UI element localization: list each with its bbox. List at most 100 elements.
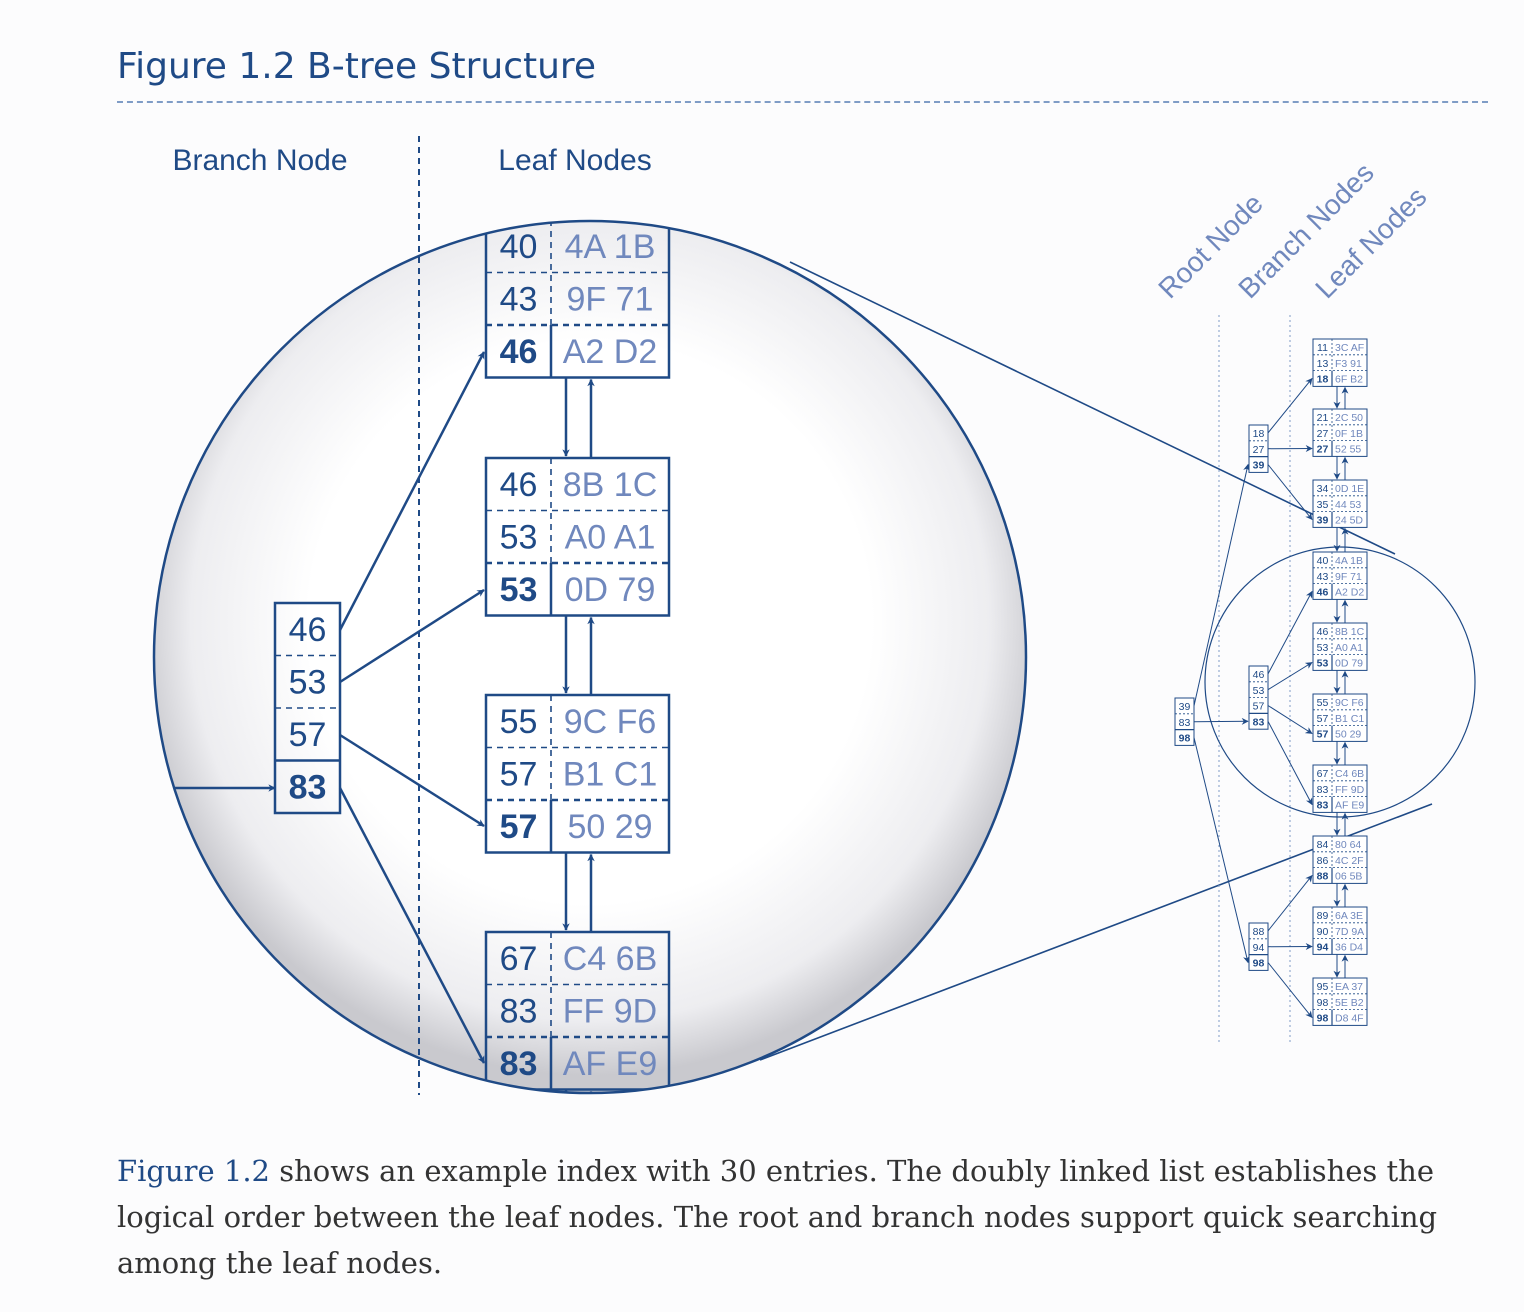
overview-leaf-rowid: 9C F6 bbox=[1335, 697, 1364, 709]
branch-node-key: 57 bbox=[1253, 701, 1265, 713]
branch-key: 83 bbox=[289, 769, 327, 807]
overview-leaf-rowid: 2C 50 bbox=[1335, 412, 1363, 424]
overview-leaf-rowid: 6F B2 bbox=[1335, 374, 1363, 386]
overview-leaf-box bbox=[1312, 622, 1368, 671]
leaf-rowid: A2 D2 bbox=[563, 333, 658, 371]
root-node-key: 98 bbox=[1179, 733, 1191, 745]
overview-leaf-box bbox=[1312, 835, 1368, 884]
branch-pointer-arrow bbox=[339, 588, 485, 684]
branch-node-key: 94 bbox=[1253, 942, 1265, 954]
leaf-key: 40 bbox=[500, 228, 538, 266]
overview-leaf-box bbox=[1312, 906, 1368, 955]
overview-leaf-box bbox=[1312, 479, 1368, 528]
branch-pointer-arrow bbox=[338, 787, 486, 1064]
leaf-node-box bbox=[484, 930, 671, 1091]
overview-leaf-key: 18 bbox=[1317, 374, 1329, 386]
leaf-rowid: 0D 79 bbox=[565, 571, 656, 609]
overview-leaf-rowid: 24 5D bbox=[1335, 515, 1363, 527]
leaf-rowid: 9F 71 bbox=[567, 281, 654, 319]
leaf-key: 53 bbox=[500, 519, 538, 557]
title-divider bbox=[117, 101, 1488, 103]
branch-key: 46 bbox=[289, 611, 327, 649]
leaf-key: 46 bbox=[500, 333, 538, 371]
overview-leaf-key: 83 bbox=[1317, 784, 1329, 796]
leaf-key: 55 bbox=[500, 703, 538, 741]
overview-leaf-key: 27 bbox=[1317, 444, 1329, 456]
overview-leaf-key: 21 bbox=[1317, 412, 1329, 424]
overview-leaf-rowid: A0 A1 bbox=[1335, 642, 1363, 654]
overview-leaf-rowid: 7D 9A bbox=[1335, 926, 1364, 938]
overview-leaf-box bbox=[1312, 408, 1368, 457]
overview-leaf-rowid: 0D 1E bbox=[1335, 483, 1364, 495]
branch-pointer-arrow bbox=[1267, 464, 1313, 521]
overview-leaf-key: 11 bbox=[1317, 342, 1328, 354]
leaf-nodes-heading: Leaf Nodes bbox=[498, 144, 651, 177]
overview-leaf-key: 98 bbox=[1317, 1013, 1329, 1025]
overview-leaf-key: 57 bbox=[1317, 729, 1329, 741]
branch-node-key: 53 bbox=[1253, 685, 1265, 697]
overview-leaf-rowid: 52 55 bbox=[1335, 444, 1361, 456]
overview-leaf-key: 40 bbox=[1317, 555, 1329, 567]
overview-leaf-key: 95 bbox=[1317, 981, 1329, 993]
overview-leaf-key: 53 bbox=[1317, 642, 1329, 654]
overview-leaf-key: 46 bbox=[1317, 626, 1329, 638]
overview-leaf-key: 94 bbox=[1317, 942, 1329, 954]
overview-leaf-box bbox=[1312, 338, 1368, 387]
overview-leaf-rowid: C4 6B bbox=[1335, 768, 1364, 780]
overview-leaf-key: 39 bbox=[1317, 515, 1329, 527]
overview-leaf-box bbox=[1312, 977, 1368, 1026]
leaf-key: 67 bbox=[500, 940, 538, 978]
zoom-connector-top bbox=[789, 261, 1396, 555]
overview-leaf-key: 53 bbox=[1317, 658, 1329, 670]
overview-leaf-key: 35 bbox=[1317, 499, 1329, 511]
leaf-rowid: 8B 1C bbox=[563, 466, 658, 504]
leaf-rowid: FF 9D bbox=[563, 993, 657, 1031]
overview-leaf-key: 34 bbox=[1317, 483, 1329, 495]
overview-leaf-key: 27 bbox=[1317, 428, 1329, 440]
leaf-rowid: 50 29 bbox=[567, 808, 652, 846]
overview-leaf-key: 13 bbox=[1317, 358, 1329, 370]
leaf-node-box bbox=[484, 221, 671, 379]
caption-figure-ref: Figure 1.2 bbox=[117, 1154, 271, 1188]
root-node-box bbox=[1174, 697, 1195, 746]
overview-leaf-rowid: D8 4F bbox=[1335, 1013, 1364, 1025]
leaf-key: 83 bbox=[500, 993, 538, 1031]
overview-leaf-rowid: 0D 79 bbox=[1335, 658, 1363, 670]
overview-leaf-rowid: 80 64 bbox=[1335, 839, 1361, 851]
overview-leaf-rowid: FF 9D bbox=[1335, 784, 1365, 796]
branch-node-key: 83 bbox=[1253, 716, 1265, 728]
leaf-key: 43 bbox=[500, 281, 538, 319]
branch-pointer-arrow bbox=[1267, 721, 1313, 806]
branch-key: 53 bbox=[289, 664, 327, 702]
overview-leaf-rowid: 50 29 bbox=[1335, 729, 1361, 741]
root-pointer-arrow bbox=[1193, 737, 1250, 964]
overview-leaf-rowid: EA 37 bbox=[1335, 981, 1363, 993]
overview-leaf-rowid: 4A 1B bbox=[1335, 555, 1363, 567]
overview-leaf-rowid: 44 53 bbox=[1335, 499, 1361, 511]
overview-leaf-key: 46 bbox=[1317, 587, 1329, 599]
leaf-rowid: B1 C1 bbox=[563, 756, 658, 794]
branch-pointer-arrow bbox=[338, 351, 486, 631]
leaf-key: 46 bbox=[500, 466, 538, 504]
overview-leaf-rowid: A2 D2 bbox=[1335, 587, 1364, 599]
branch-node-key: 18 bbox=[1253, 428, 1265, 440]
leaf-key: 57 bbox=[500, 808, 538, 846]
branch-pointer-arrow bbox=[1267, 662, 1313, 691]
leaf-node-box bbox=[484, 456, 671, 617]
figure-title: Figure 1.2 B-tree Structure bbox=[117, 46, 597, 87]
overview-leaf-rowid: 5E B2 bbox=[1335, 997, 1364, 1009]
branch-node-key: 98 bbox=[1253, 958, 1265, 970]
leaf-rowid: C4 6B bbox=[563, 940, 658, 978]
overview-leaf-rowid: F3 91 bbox=[1335, 358, 1362, 370]
leaf-node-box bbox=[484, 693, 671, 854]
leaf-rowid: 4A 1B bbox=[565, 228, 656, 266]
overview-leaf-key: 83 bbox=[1317, 800, 1329, 812]
overview-zoom-circle bbox=[1204, 546, 1476, 818]
branch-pointer-arrow bbox=[1267, 377, 1313, 434]
overview-leaf-key: 67 bbox=[1317, 768, 1329, 780]
branch-node-box bbox=[273, 601, 342, 815]
branch-node-key: 27 bbox=[1253, 444, 1265, 456]
branch-node-box bbox=[1248, 922, 1269, 971]
